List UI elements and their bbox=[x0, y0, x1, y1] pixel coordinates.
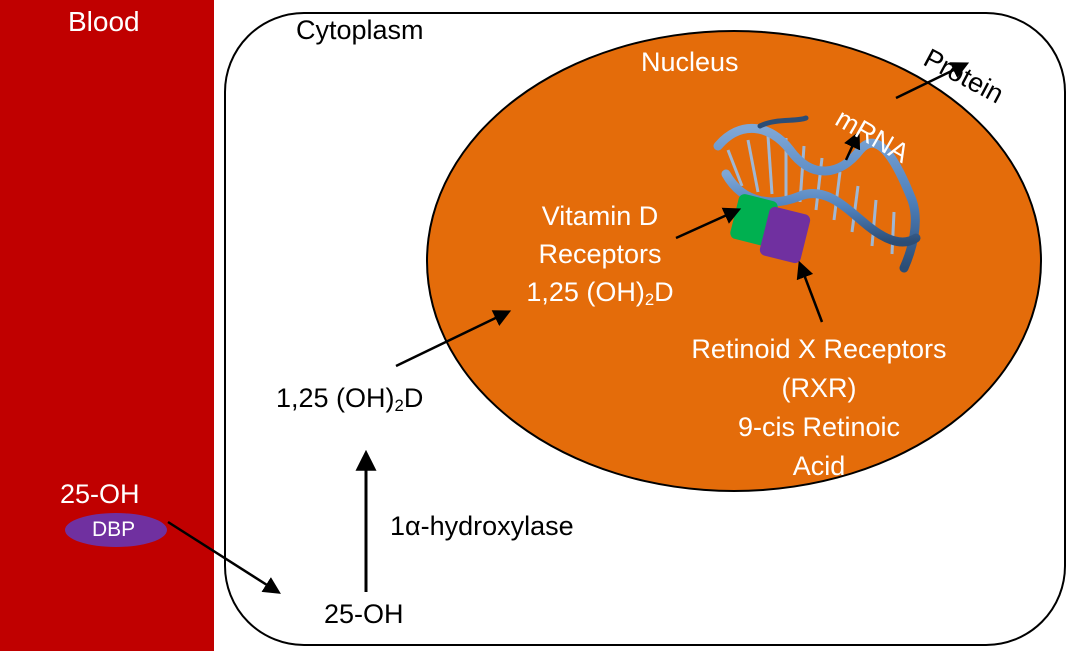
rxr-line1: Retinoid X Receptors bbox=[691, 334, 947, 364]
cell-membrane bbox=[224, 12, 1066, 646]
vdr-line2: Receptors bbox=[538, 239, 662, 269]
rxr-line3: 9-cis Retinoic bbox=[737, 412, 901, 442]
blood-label: Blood bbox=[68, 6, 140, 37]
arrow-mrna-to-protein bbox=[895, 62, 970, 100]
arrow-dna-to-mrna bbox=[844, 130, 861, 161]
rxr-line4: Acid bbox=[792, 451, 846, 481]
nucleus bbox=[426, 30, 1042, 492]
arrow-to-vdr bbox=[675, 207, 742, 240]
vdr-line3-prefix: 1,25 (OH) bbox=[526, 277, 645, 307]
arrow-rxr-to-block bbox=[796, 260, 824, 323]
nucleus-label: Nucleus bbox=[641, 47, 739, 77]
dbp-carrier bbox=[65, 513, 167, 547]
cytoplasm-vitd-subscript: 2 bbox=[394, 396, 404, 416]
vdr-line1: Vitamin D bbox=[541, 201, 659, 231]
cytoplasm-25oh-label: 25-OH bbox=[324, 599, 404, 629]
rxr-line2: (RXR) bbox=[781, 373, 857, 403]
cytoplasm-vitd-prefix: 1,25 (OH) bbox=[276, 383, 395, 413]
vdr-label: Vitamin D Receptors 1,25 (OH)2D bbox=[510, 200, 690, 308]
cytoplasm-vitd-label: 1,25 (OH)2D bbox=[276, 382, 423, 414]
arrow-blood-to-cytoplasm bbox=[167, 520, 281, 594]
rxr-block bbox=[759, 206, 811, 264]
cytoplasm-label: Cytoplasm bbox=[296, 15, 424, 45]
dbp-label: DBP bbox=[92, 518, 136, 541]
cytoplasm-vitd-suffix: D bbox=[403, 383, 424, 413]
enzyme-label: 1α-hydroxylase bbox=[390, 511, 574, 541]
vdr-line3-suffix: D bbox=[654, 277, 674, 307]
vdr-line3-subscript: 2 bbox=[644, 290, 655, 310]
vdr-line3: 1,25 (OH)2D bbox=[510, 276, 690, 308]
rxr-label: Retinoid X Receptors (RXR) 9-cis Retinoi… bbox=[668, 333, 970, 482]
arrow-to-nucleus bbox=[395, 310, 512, 368]
blood-25oh-label: 25-OH bbox=[60, 479, 140, 509]
